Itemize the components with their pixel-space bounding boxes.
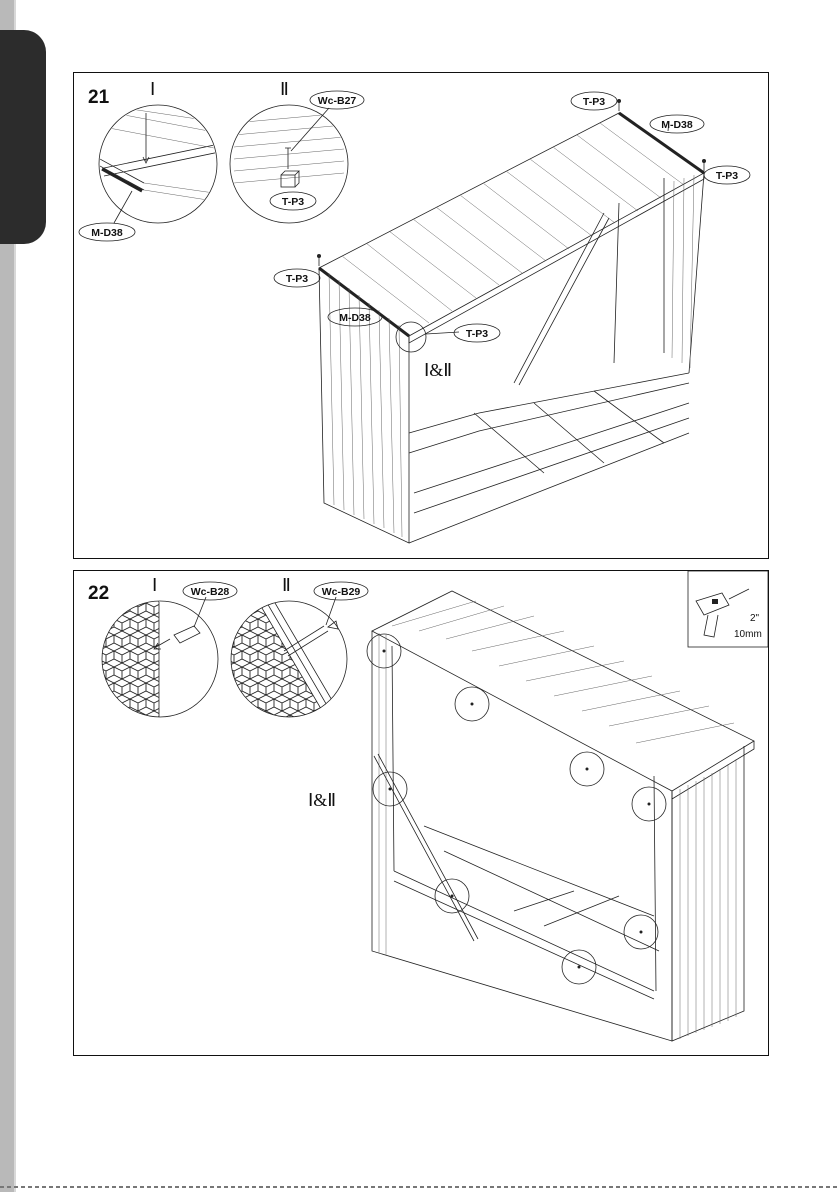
callout-tp3-detail: T-P3 <box>270 192 316 210</box>
svg-text:M-D38: M-D38 <box>91 227 123 239</box>
detail-i-label: Ⅰ <box>150 79 155 99</box>
callout-tp3-top-right: T-P3 <box>704 166 750 184</box>
step-21-illustration: 21 Ⅰ Ⅱ M-D38 Wc-B27 <box>74 73 768 558</box>
detail-ii-label: Ⅱ <box>280 79 289 99</box>
detail-ii-label: Ⅱ <box>282 575 291 595</box>
callout-md38-top: M-D38 <box>650 115 704 133</box>
svg-text:M-D38: M-D38 <box>661 119 693 131</box>
svg-text:T-P3: T-P3 <box>716 170 738 182</box>
detail-i-circle <box>94 591 218 731</box>
step-21-number: 21 <box>88 87 110 108</box>
svg-text:T-P3: T-P3 <box>466 328 488 340</box>
callout-md38-detail: M-D38 <box>79 223 135 241</box>
callout-md38-front: M-D38 <box>328 308 382 326</box>
svg-text:Wc-B28: Wc-B28 <box>191 586 230 598</box>
callout-wcb27: Wc-B27 <box>310 91 364 109</box>
drill-info-box: 2" 10mm <box>688 571 768 647</box>
step-22-panel: 22 Ⅰ Ⅱ Wc-B28 Wc-B29 <box>73 570 769 1056</box>
callout-tp3-front-left: T-P3 <box>274 269 320 287</box>
callout-tp3-front-right: T-P3 <box>454 324 500 342</box>
svg-text:T-P3: T-P3 <box>282 196 304 208</box>
svg-text:M-D38: M-D38 <box>339 312 371 324</box>
drill-bit-size: 10mm <box>734 629 762 640</box>
drill-location-markers <box>367 634 666 984</box>
combined-detail-label: Ⅰ&Ⅱ <box>424 360 452 380</box>
combined-detail-label: Ⅰ&Ⅱ <box>308 790 336 810</box>
detail-ii-circle <box>224 591 364 731</box>
shed-assembly-drawing <box>319 113 704 543</box>
svg-text:Wc-B27: Wc-B27 <box>318 95 357 107</box>
step-22-illustration: 22 Ⅰ Ⅱ Wc-B28 Wc-B29 <box>74 571 768 1055</box>
svg-text:T-P3: T-P3 <box>286 273 308 285</box>
callout-wcb29: Wc-B29 <box>314 582 368 600</box>
step-22-number: 22 <box>88 583 109 604</box>
section-tab <box>0 30 46 244</box>
bottom-edge <box>0 1186 840 1188</box>
detail-marker-circle <box>396 322 426 352</box>
callout-wcb28: Wc-B28 <box>183 582 237 600</box>
detail-i-circle <box>98 105 224 223</box>
callout-tp3-top-left: T-P3 <box>571 92 617 110</box>
detail-i-label: Ⅰ <box>152 575 157 595</box>
step-21-panel: 21 Ⅰ Ⅱ M-D38 Wc-B27 <box>73 72 769 559</box>
svg-text:T-P3: T-P3 <box>583 96 605 108</box>
svg-text:Wc-B29: Wc-B29 <box>322 586 361 598</box>
drill-depth: 2" <box>750 613 760 624</box>
